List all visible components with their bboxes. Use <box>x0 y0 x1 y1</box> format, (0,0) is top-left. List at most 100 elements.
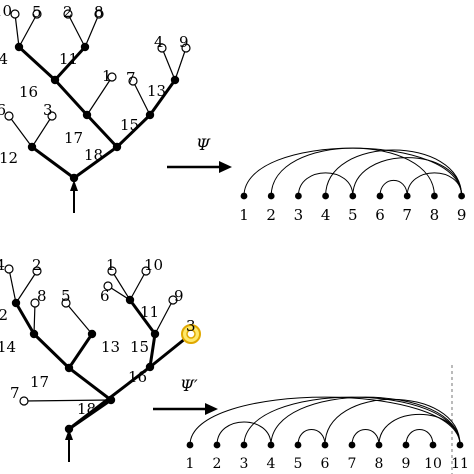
leaf-node <box>107 266 117 276</box>
arc-point <box>348 441 356 449</box>
arc-point-label: 8 <box>430 206 440 224</box>
arc-point <box>456 441 464 449</box>
internal-node <box>80 42 90 52</box>
arc-point <box>431 192 438 200</box>
internal-node <box>29 329 39 339</box>
arc-point-label: 9 <box>402 456 411 472</box>
tree-edge <box>67 13 86 48</box>
arc <box>351 429 380 446</box>
internal-node <box>112 142 122 152</box>
top-tree-nodes: 181716141115131210528174963 <box>0 2 191 183</box>
node-label: 18 <box>77 400 96 418</box>
arc-point <box>240 441 248 449</box>
arc-point <box>403 192 411 200</box>
arc-point-label: 2 <box>266 206 276 224</box>
arc-point <box>375 441 383 449</box>
leaf-node <box>10 9 20 19</box>
tree-edge <box>72 145 119 180</box>
node-label: 3 <box>186 317 196 335</box>
arc <box>270 147 435 197</box>
internal-node <box>125 295 135 305</box>
arc <box>243 396 461 446</box>
tree-edge <box>129 270 147 301</box>
node-label: 12 <box>0 149 18 167</box>
tree-edge <box>33 302 36 335</box>
tree-edge <box>148 78 177 117</box>
internal-node <box>64 424 74 434</box>
arc-point-label: 1 <box>239 206 249 224</box>
top-map-label: Ψ <box>196 135 211 154</box>
internal-node <box>145 362 155 372</box>
leaf-node <box>4 111 14 121</box>
tree-edge <box>85 113 119 149</box>
arc-point <box>295 192 302 200</box>
leaf-node <box>30 298 40 308</box>
node-label: 7 <box>126 69 136 87</box>
tree-edge <box>154 299 174 335</box>
node-label: 17 <box>30 373 49 391</box>
node-label: 4 <box>154 33 164 51</box>
node-label: 13 <box>101 338 120 356</box>
tree-edge <box>86 76 113 116</box>
arc <box>297 172 354 197</box>
bottom-map-label: Ψ′ <box>180 376 198 395</box>
arc-point-label: 6 <box>321 456 330 472</box>
arc <box>379 180 408 197</box>
node-label: 3 <box>43 101 53 119</box>
arc <box>297 429 326 446</box>
node-label: 2 <box>0 306 8 324</box>
top-map-arrow <box>167 161 232 173</box>
tree-edge <box>161 47 176 81</box>
node-label: 6 <box>0 101 6 119</box>
tree-edge <box>174 47 187 81</box>
arc <box>406 172 463 197</box>
arc-point-label: 1 <box>186 456 195 472</box>
leaf-node <box>181 43 191 53</box>
tree-edge <box>65 302 93 335</box>
arc <box>325 149 463 197</box>
node-label: 10 <box>0 2 12 20</box>
arc-point <box>186 441 194 449</box>
tree-edge <box>23 399 112 402</box>
arc-point <box>376 192 384 200</box>
node-label: 6 <box>100 287 110 305</box>
tree-edge <box>15 270 38 304</box>
leaf-node <box>107 72 117 82</box>
tree-edge <box>8 115 33 148</box>
arc-point-label: 5 <box>294 456 303 472</box>
internal-node <box>145 110 155 120</box>
arc <box>405 429 434 446</box>
node-label: 16 <box>19 83 38 101</box>
tree-edge <box>132 80 151 116</box>
node-label: 2 <box>32 256 42 274</box>
node-label: 18 <box>84 146 103 164</box>
internal-node <box>150 329 160 339</box>
arc <box>324 398 461 446</box>
tree-edge <box>53 45 87 82</box>
internal-node <box>69 173 79 183</box>
node-label: 1 <box>106 256 116 274</box>
internal-node <box>64 363 74 373</box>
leaf-node <box>94 9 104 19</box>
node-label: 8 <box>37 287 47 305</box>
arc-point-label: 8 <box>375 456 384 472</box>
arc-point-label: 6 <box>375 206 385 224</box>
node-label: 16 <box>128 368 147 386</box>
leaf-node <box>141 266 151 276</box>
internal-node <box>11 298 21 308</box>
tree-edge <box>67 332 94 370</box>
top-tree-edges <box>8 13 187 180</box>
leaf-node <box>32 9 42 19</box>
internal-node <box>14 42 24 52</box>
node-label: 1 <box>102 67 112 85</box>
arc-point <box>402 441 410 449</box>
node-label: 14 <box>0 50 8 68</box>
node-label: 10 <box>144 256 163 274</box>
arc-point-label: 3 <box>294 206 304 224</box>
arc-point <box>213 441 221 449</box>
node-label: 11 <box>59 50 78 68</box>
tree-edge <box>8 268 17 304</box>
